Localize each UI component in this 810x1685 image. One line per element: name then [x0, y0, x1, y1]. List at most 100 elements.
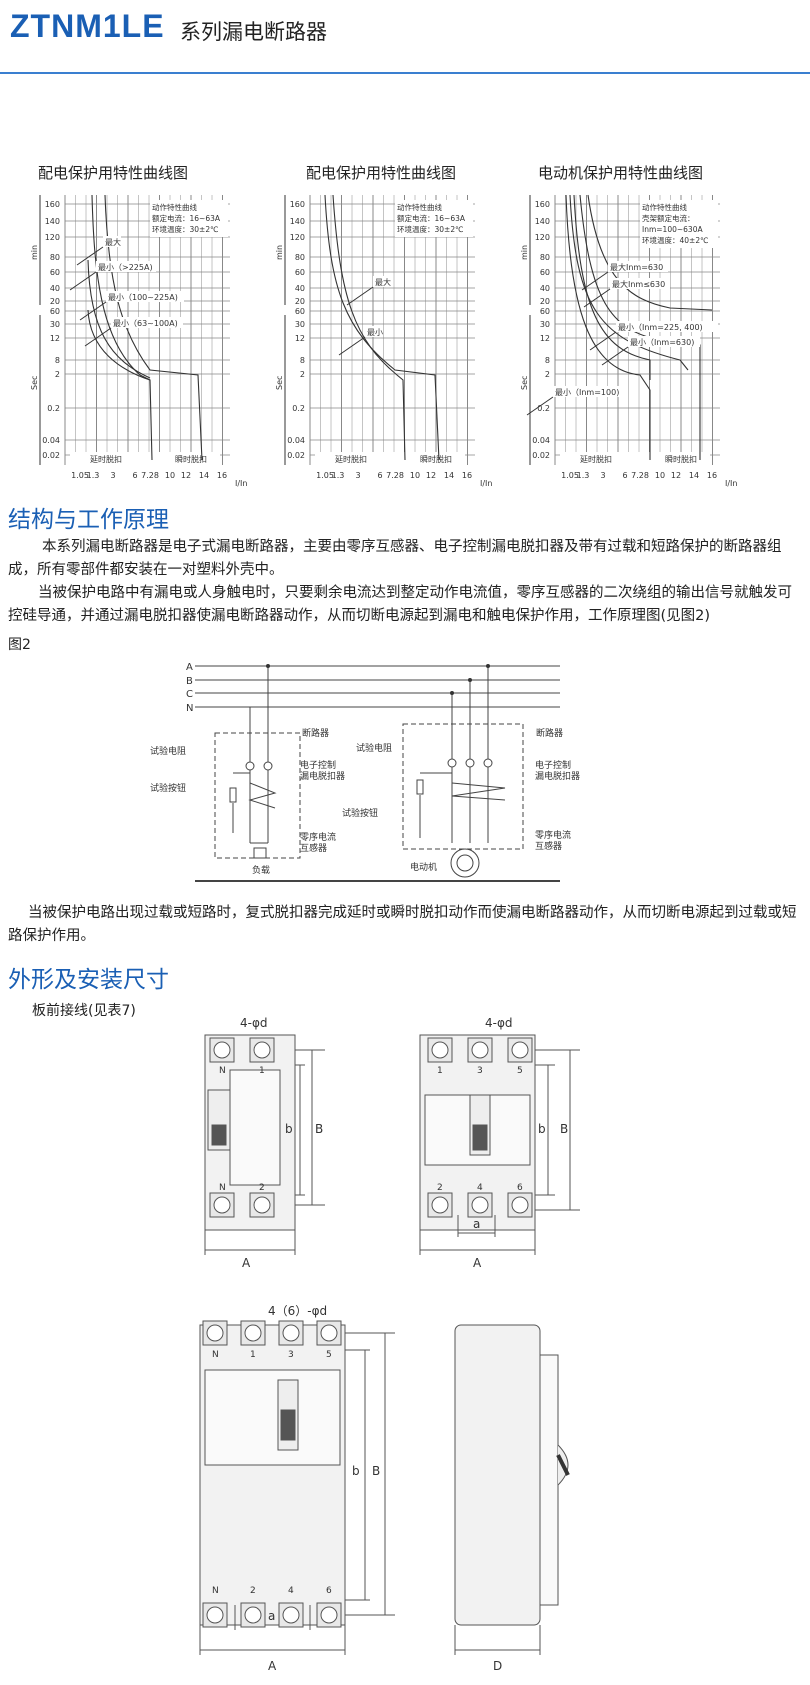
note-bg [640, 200, 718, 248]
characteristic-curve [569, 194, 689, 371]
x-tick-label: 10 [655, 471, 665, 480]
terminal-label: N [212, 1586, 219, 1596]
curve-label: 最小（Inm=630) [630, 338, 694, 347]
x-tick-label: 14 [444, 471, 454, 480]
chart-note: 环境温度：30±2℃ [397, 224, 464, 234]
chart-note: Inm=100~630A [642, 225, 703, 234]
characteristic-chart-1: 16014012080604020603012820.20.040.021.05… [30, 194, 247, 488]
label-bg [96, 261, 156, 272]
y-tick-label: 0.2 [292, 404, 305, 413]
trip-unit-label-2a: 电子控制 [535, 759, 571, 771]
curve-label: 最小（Inm=225, 400) [618, 323, 703, 332]
paragraph-overload: 当被保护电路出现过载或短路时，复式脱扣器完成延时或瞬时脱扣动作而使漏电断路器动作… [8, 905, 797, 944]
terminal-label: 5 [517, 1066, 523, 1076]
y-tick-label: 60 [295, 268, 305, 277]
y-tick-label: 2 [545, 370, 550, 379]
chart-title-2: 配电保护用特性曲线图 [306, 164, 457, 182]
line-label-b: B [186, 676, 193, 687]
x-tick-label: 1.05 [316, 471, 334, 480]
leader-line [346, 286, 374, 306]
y-axis-unit-sec: Sec [30, 376, 39, 390]
y-tick-label: 20 [540, 297, 550, 306]
zone-bg [315, 452, 465, 465]
y-tick-label: 8 [55, 356, 60, 365]
terminal-screw [253, 1196, 271, 1214]
terminal-label: 6 [326, 1586, 332, 1596]
y-axis-unit-min: min [520, 245, 529, 260]
load-label: 负载 [252, 864, 270, 876]
zone-instant-label: 瞬时脱扣 [420, 454, 452, 464]
characteristic-curve [324, 194, 440, 461]
label-bg [608, 261, 668, 272]
y-tick-label: 80 [295, 253, 305, 262]
leader-line [79, 301, 107, 321]
y-tick-label: 120 [535, 233, 550, 242]
y-tick-label: 160 [290, 200, 305, 209]
chart-title-3: 电动机保护用特性曲线图 [538, 164, 704, 182]
y-tick-label: 30 [295, 320, 305, 329]
y-tick-label: 40 [295, 284, 305, 293]
characteristic-curve [332, 194, 406, 461]
chart-note: 动作特性曲线 [152, 202, 197, 212]
note-bg [150, 200, 228, 237]
leader-line [601, 346, 629, 366]
y-tick-label: 12 [50, 334, 60, 343]
zone-instant-label: 瞬时脱扣 [175, 454, 207, 464]
characteristic-chart-3: 16014012080604020603012820.20.040.021.05… [520, 194, 737, 488]
figure-label: 图2 [8, 637, 31, 653]
y-tick-label: 30 [540, 320, 550, 329]
curve-label: 最大 [375, 277, 391, 287]
chart-note: 额定电流：16~63A [397, 213, 466, 223]
y-tick-label: 140 [45, 217, 60, 226]
x-tick-label: 6 [622, 471, 627, 480]
product-model: ZTNM1LE [10, 8, 165, 44]
y-tick-label: 160 [535, 200, 550, 209]
y-tick-label: 120 [290, 233, 305, 242]
x-tick-label: 7.28 [141, 471, 159, 480]
y-tick-label: 120 [45, 233, 60, 242]
x-tick-label: 16 [462, 471, 472, 480]
y-tick-label: 80 [540, 253, 550, 262]
holes-label-3p: 4-φd [485, 1016, 513, 1030]
label-bg [616, 321, 718, 332]
curve-label: 最小（Inm=100) [555, 388, 619, 397]
leader-line [526, 396, 554, 416]
leader-line [76, 246, 104, 266]
dim-B-3p: B [560, 1122, 568, 1136]
y-tick-label: 60 [50, 268, 60, 277]
dim-a-3p: a [473, 1217, 480, 1231]
characteristic-curve [565, 194, 651, 460]
zone-bg [560, 452, 710, 465]
dim-b-3p: b [538, 1122, 546, 1136]
y-tick-label: 20 [295, 297, 305, 306]
y-tick-label: 2 [55, 370, 60, 379]
leader-line [581, 271, 609, 291]
characteristic-curve [87, 259, 151, 379]
x-tick-label: 3 [110, 471, 115, 480]
ct-label-2b: 互感器 [535, 840, 562, 852]
chart-note: 动作特性曲线 [642, 202, 687, 212]
x-tick-label: 7.28 [631, 471, 649, 480]
terminal-label: 1 [250, 1350, 256, 1360]
terminal-screw [244, 1606, 262, 1624]
terminal-label: 2 [259, 1183, 265, 1193]
holes-label-2p: 4-φd [240, 1016, 268, 1030]
leader-line [69, 271, 97, 291]
terminal-label: 2 [437, 1183, 443, 1193]
dim-A-2p: A [242, 1256, 251, 1270]
label-bg [111, 317, 183, 328]
label-bg [628, 336, 700, 347]
terminal-label: 1 [259, 1066, 265, 1076]
section-heading-dimensions: 外形及安装尺寸 [8, 967, 169, 993]
y-tick-label: 60 [295, 307, 305, 316]
x-tick-label: 12 [671, 471, 681, 480]
x-tick-label: 3 [600, 471, 605, 480]
chart-note: 环境温度：40±2℃ [642, 235, 709, 245]
terminal-screw [511, 1196, 529, 1214]
leader-line [589, 331, 617, 351]
terminal-screw [206, 1606, 224, 1624]
section-heading-structure: 结构与工作原理 [8, 507, 169, 533]
x-tick-label: 3 [355, 471, 360, 480]
label-bg [610, 278, 670, 289]
dim-b-4p: b [352, 1464, 360, 1478]
